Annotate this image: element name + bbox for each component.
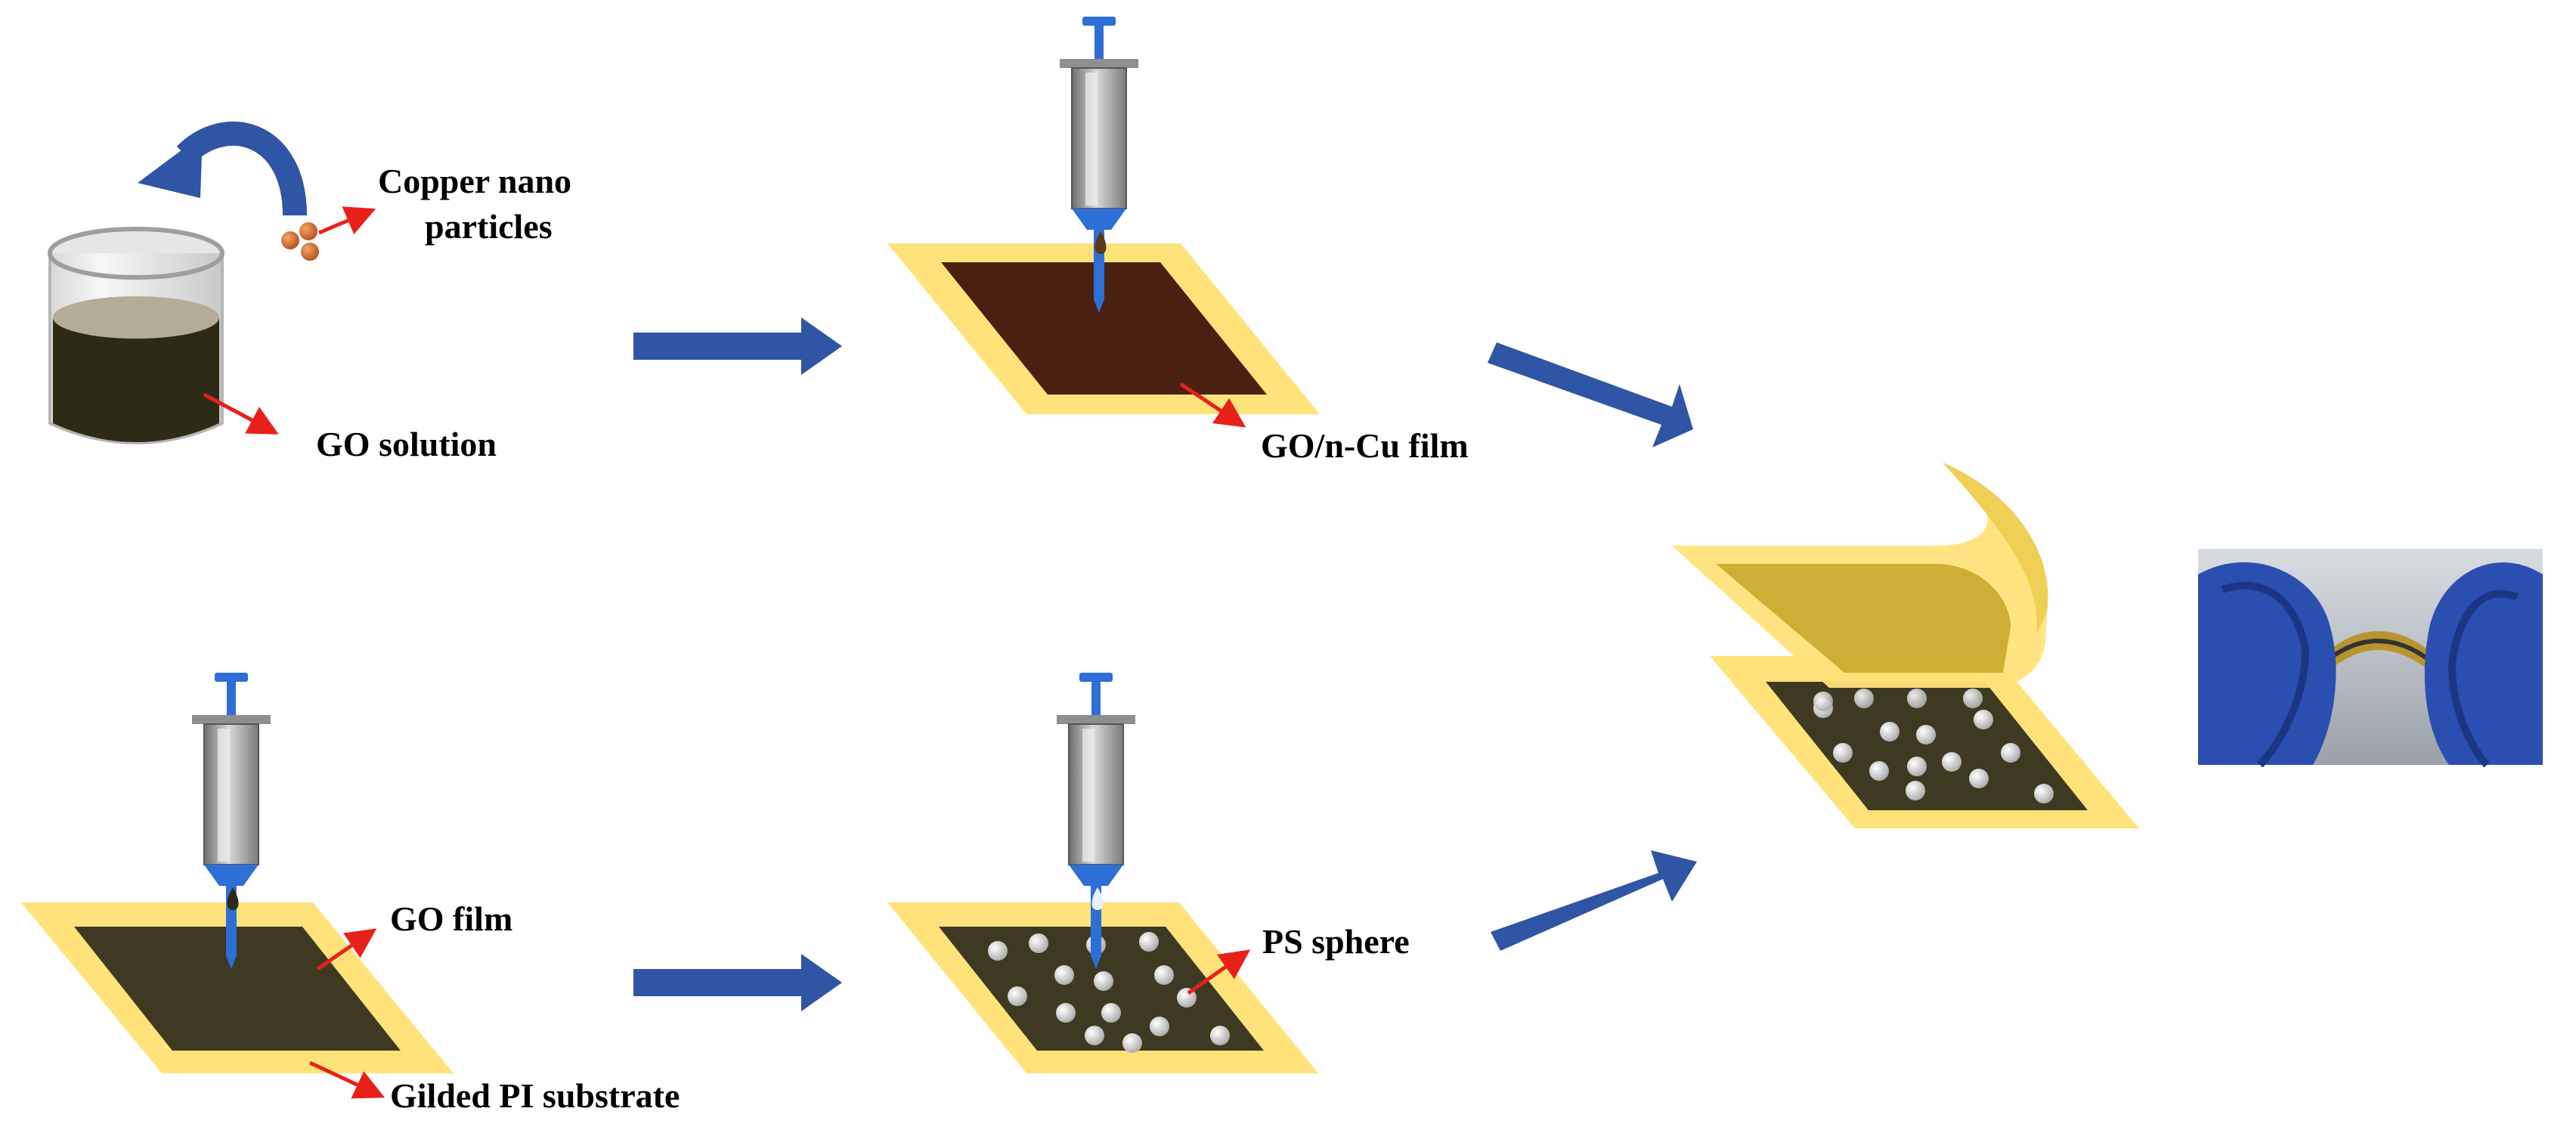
- pointer-arrow-go-solution: [203, 392, 279, 435]
- curved-pour-arrow: [138, 121, 307, 216]
- ink-droplet: [1094, 231, 1107, 254]
- pointer-arrow-copper: [318, 206, 376, 235]
- ps-sphere-label: PS sphere: [1262, 922, 1410, 961]
- copper-label-line2: particles: [425, 207, 553, 246]
- go-film-substrate: [21, 902, 454, 1073]
- flow-arrow-top-1: [633, 317, 842, 375]
- beaker-icon: [48, 227, 224, 444]
- go-solution-label: GO solution: [316, 425, 497, 463]
- copper-particles-icon: [281, 222, 319, 261]
- copper-label-line1: Copper nano: [378, 162, 572, 200]
- ps-droplet: [1091, 887, 1104, 910]
- assembled-device: [1672, 463, 2139, 828]
- pointer-arrow-gilded-pi: [308, 1060, 385, 1099]
- flow-arrow-diag-up: [1491, 850, 1697, 951]
- go-film-label: GO film: [390, 899, 513, 938]
- flexible-device-photo: [2198, 549, 2543, 768]
- pointer-arrow-go-ncu: [1179, 382, 1246, 428]
- pointer-arrow-ps-sphere: [1187, 949, 1251, 995]
- ps-sphere-substrate: [887, 902, 1318, 1073]
- pointer-arrow-go-film: [316, 928, 377, 971]
- gilded-pi-label: Gilded PI substrate: [390, 1076, 680, 1115]
- go-ncu-film-label: GO/n-Cu film: [1261, 426, 1469, 465]
- ink-droplet: [227, 887, 239, 910]
- go-ncu-film-substrate: [887, 243, 1320, 414]
- flow-arrow-bottom-1: [633, 954, 842, 1011]
- flow-arrow-diag-down: [1488, 342, 1693, 447]
